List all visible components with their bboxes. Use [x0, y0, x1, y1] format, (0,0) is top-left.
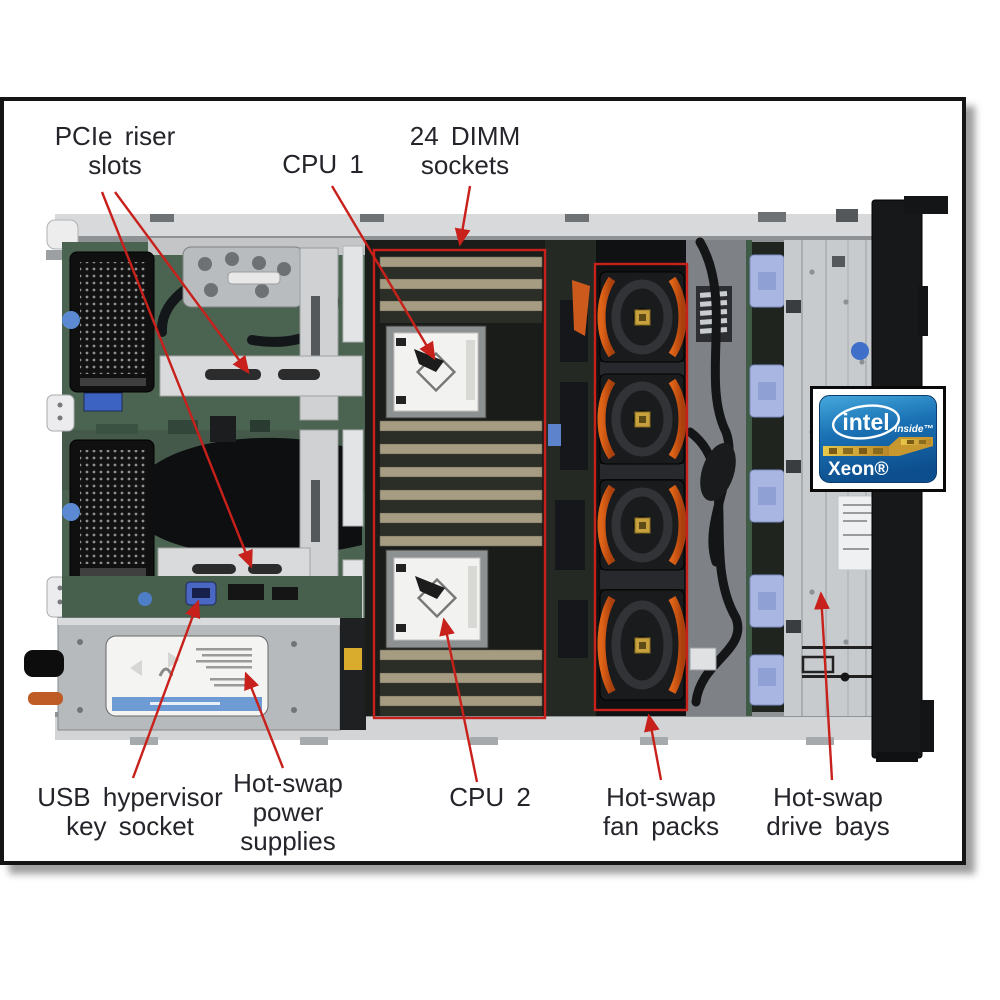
callout-line: supplies: [240, 826, 336, 857]
callout-usb-hypervisor: USB hypervisor key socket: [18, 782, 242, 842]
callout-line: Hot-swap: [773, 782, 883, 812]
callout-line: fan packs: [602, 811, 720, 842]
callout-cpu1: CPU 1: [263, 149, 383, 179]
callout-line: key socket: [66, 811, 194, 842]
callout-line: sockets: [420, 150, 510, 181]
callout-line: Hot-swap: [606, 782, 716, 812]
gold-stripe: [823, 437, 933, 456]
callout-line: Hot-swap: [233, 768, 343, 798]
intel-logo-text: intel: [842, 409, 889, 435]
callout-power-supplies: Hot-swap power supplies: [208, 768, 368, 857]
inside-text: inside™: [895, 424, 934, 435]
intel-logo: intel: [831, 404, 901, 440]
callout-drive-bays: Hot-swap drive bays: [738, 782, 918, 842]
xeon-text: Xeon®: [828, 459, 888, 480]
callout-pcie-riser-slots: PCIe riser slots: [20, 121, 210, 181]
callout-line: power: [252, 797, 324, 828]
callout-dimm-sockets: 24 DIMM sockets: [375, 121, 555, 181]
callout-cpu2: CPU 2: [430, 782, 550, 812]
intel-xeon-badge-art: intel inside™ Xeon®: [819, 395, 937, 483]
callout-line: slots: [88, 150, 142, 181]
callout-line: CPU 1: [282, 149, 364, 179]
callout-fan-packs: Hot-swap fan packs: [581, 782, 741, 842]
callout-line: PCIe riser: [54, 121, 176, 151]
callout-line: USB hypervisor: [37, 782, 223, 812]
intel-xeon-badge: intel inside™ Xeon®: [810, 386, 946, 492]
callout-line: drive bays: [766, 811, 890, 842]
callout-line: 24 DIMM: [409, 121, 521, 151]
callout-line: CPU 2: [449, 782, 531, 812]
